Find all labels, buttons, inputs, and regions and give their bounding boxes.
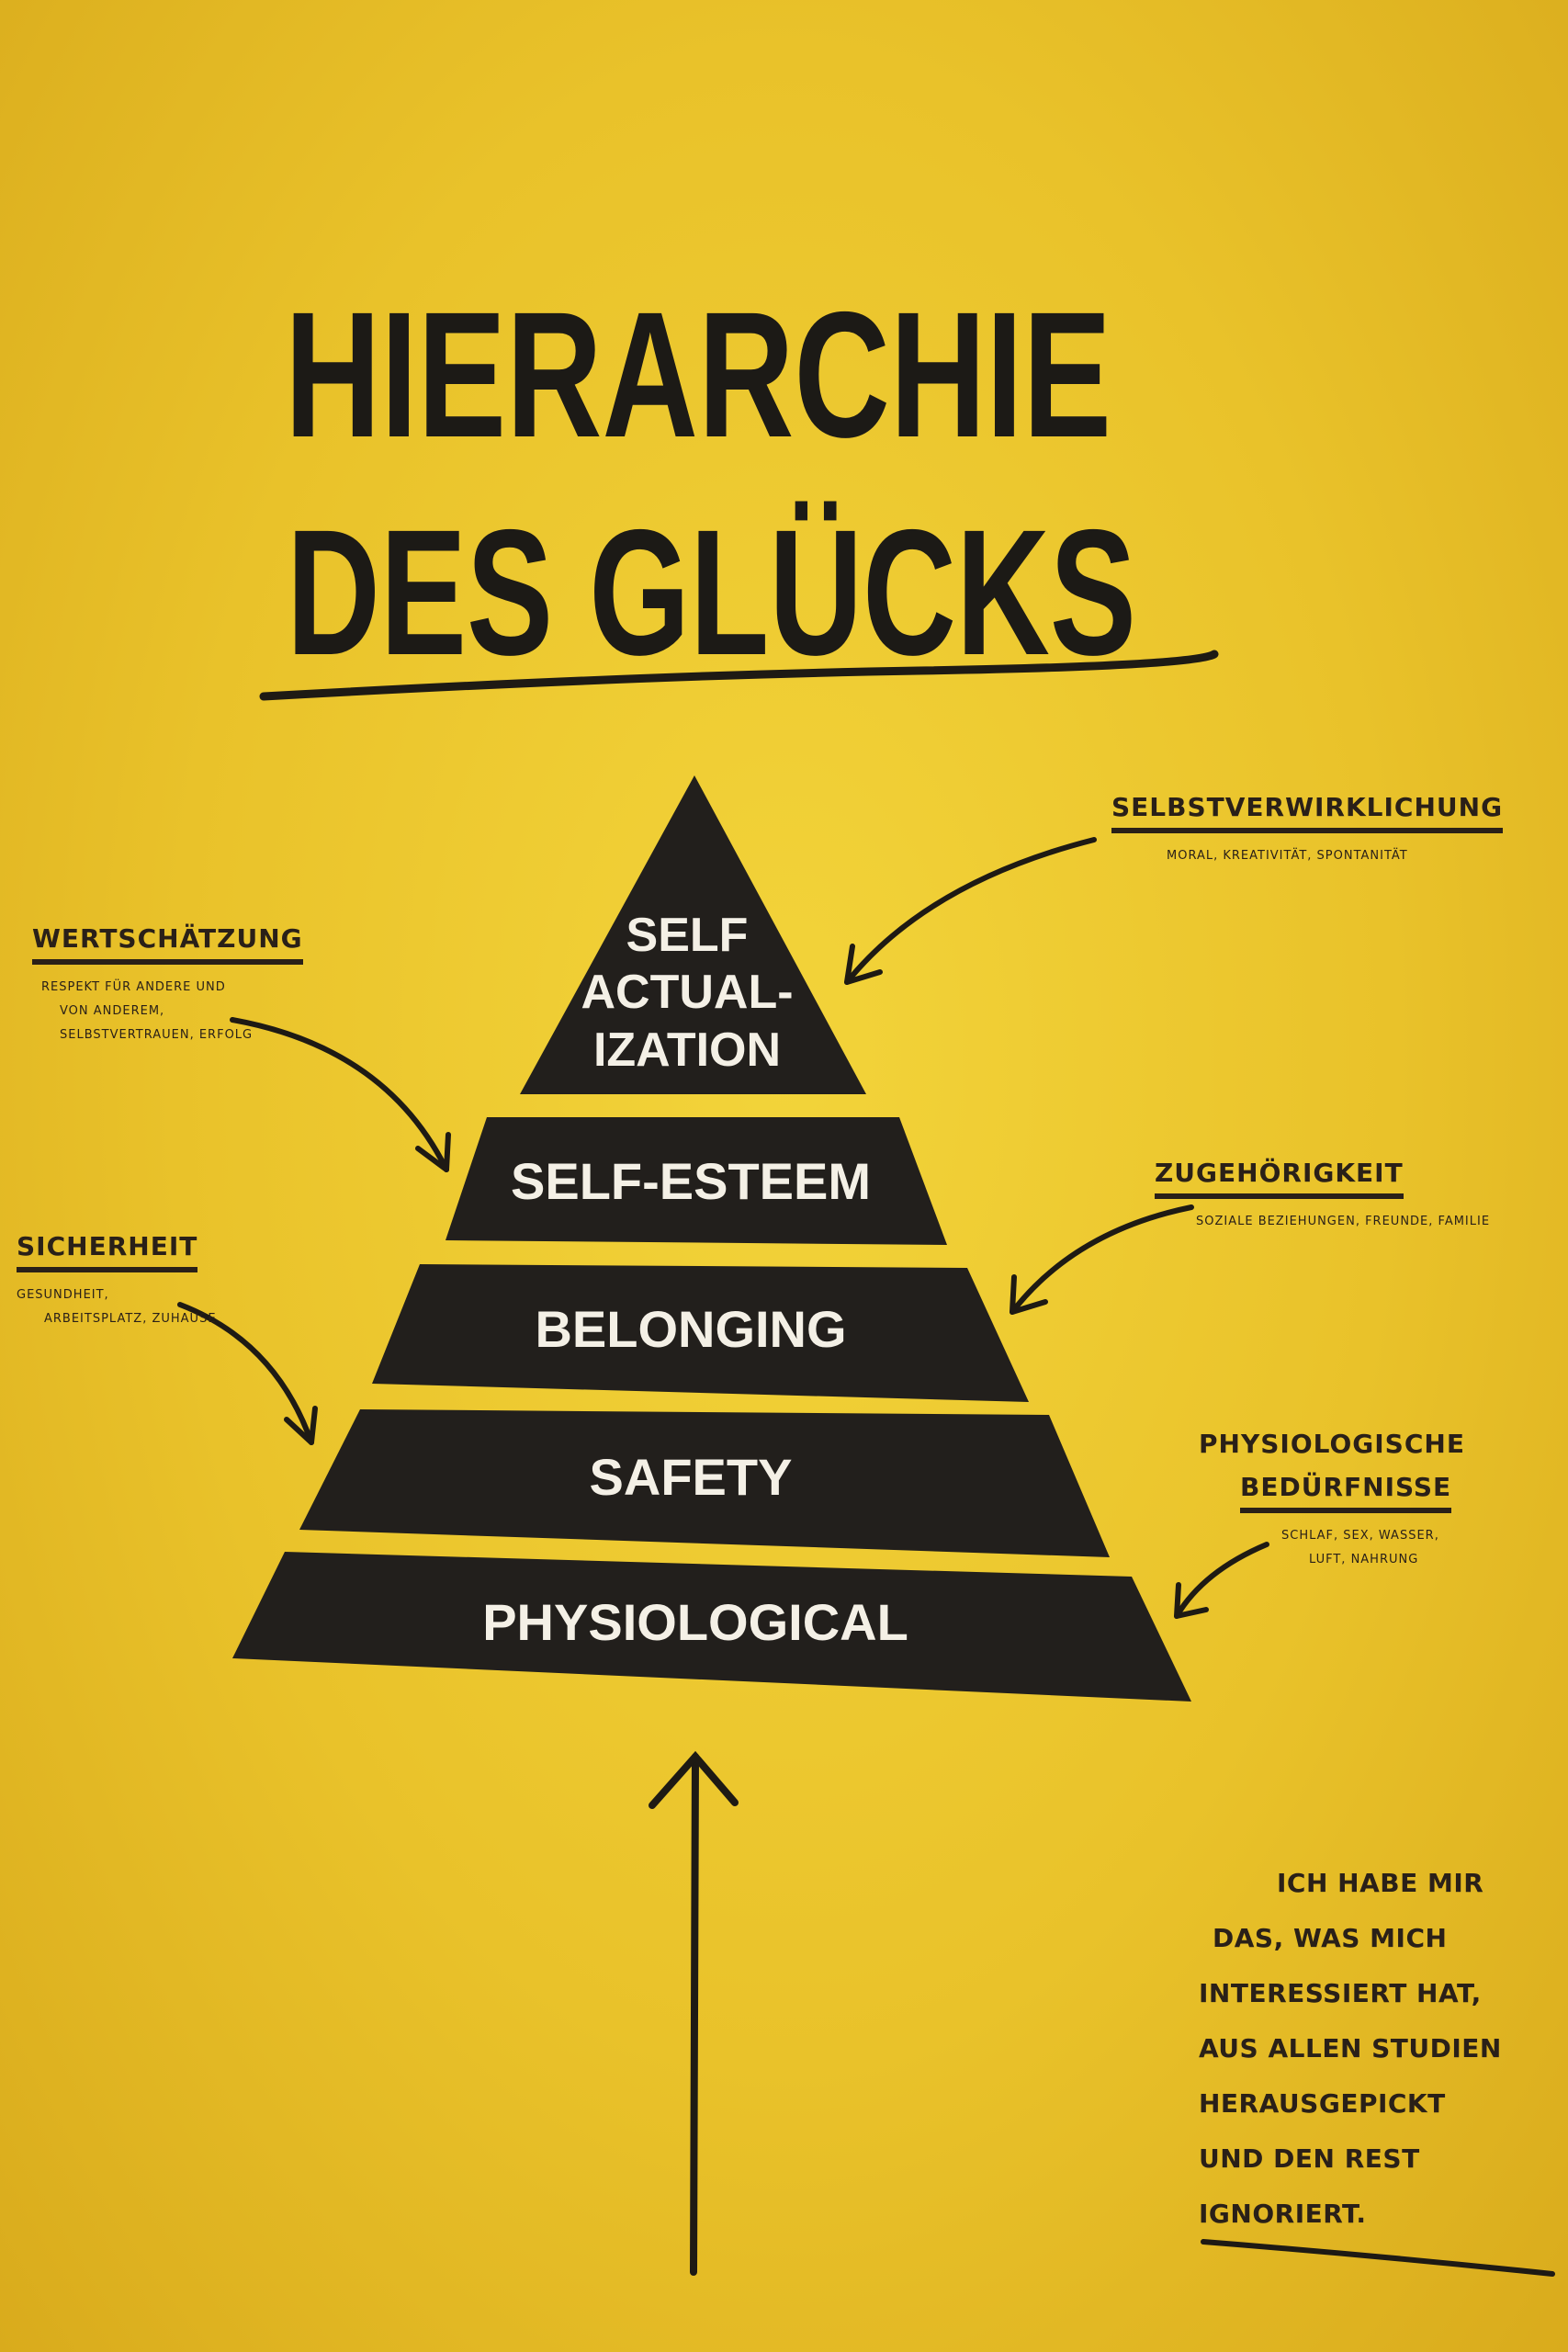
annotation-detail: Gesundheit, Arbeitsplatz, Zuhause [17,1283,217,1331]
annotation-sicherheit: Sicherheit Gesundheit, Arbeitsplatz, Zuh… [17,1231,217,1331]
level-label-safety: SAFETY [590,1448,793,1506]
quote-line: und den Rest [1199,2143,1420,2174]
annotation-selbstverwirklichung: Selbstverwirklichung Moral, Kreativität,… [1111,792,1504,868]
annotation-detail: Respekt für Andere und von Anderem, Selb… [32,976,303,1047]
quote-line: das, was mich [1213,1923,1448,1953]
title-line-1: HIERARCHIE [285,275,1111,475]
pyramid-level-self-esteem [446,1117,947,1245]
pyramid-level-physiological [232,1552,1191,1702]
quote-line: herausgepickt [1199,2088,1446,2119]
handwritten-quote: Ich habe mir das, was mich interessiert … [1199,1856,1502,2242]
annotation-heading: Zugehörigkeit [1155,1158,1404,1199]
detail-line: von Anderem, [60,1004,165,1018]
annotation-physiologische: Physiologische Bedürfnisse Schlaf, Sex, … [1199,1429,1465,1572]
detail-line: Gesundheit, [17,1288,109,1302]
level-label-belonging: BELONGING [535,1300,846,1358]
annotation-detail: Schlaf, Sex, Wasser, Luft, Nahrung [1281,1524,1465,1572]
detail-line: Respekt für Andere und [41,980,226,994]
detail-line: Selbstvertrauen, Erfolg [60,1028,254,1042]
pyramid-level-belonging [372,1264,1029,1402]
level-label-self-3: IZATION [593,1023,781,1077]
level-label-self-esteem: SELF-ESTEEM [511,1152,871,1210]
annotation-heading: Wertschätzung [32,923,303,965]
big-up-arrow [649,1750,739,2276]
annotation-heading: Selbstverwirklichung [1111,792,1504,833]
arrow-selbstverwirklichung [844,837,1097,985]
arrow-zugehoerigkeit [1010,1204,1194,1315]
level-label-physiological: PHYSIOLOGICAL [482,1593,908,1651]
quote-line: Ich habe mir [1277,1868,1484,1898]
detail-line: Arbeitsplatz, Zuhause [44,1312,217,1326]
annotation-heading-line: Physiologische [1199,1429,1465,1459]
quote-line: ignoriert. [1199,2199,1367,2229]
detail-line: Schlaf, Sex, Wasser, [1281,1529,1439,1543]
pyramid-level-self-actualization [520,775,866,1094]
annotation-zugehoerigkeit: Zugehörigkeit Soziale Beziehungen, Freun… [1155,1158,1490,1234]
annotation-detail: Moral, Kreativität, Spontanität [1167,849,1408,863]
level-label-self-1: SELF [626,909,749,962]
annotation-detail: Soziale Beziehungen, Freunde, Familie [1196,1215,1491,1228]
level-label-self-2: ACTUAL- [581,966,793,1019]
quote-underline [1201,2239,1555,2277]
quote-line: interessiert hat, [1199,1978,1482,2008]
annotation-heading: Sicherheit [17,1231,198,1272]
title-line-2: DES GLÜCKS [287,492,1136,693]
detail-line: Luft, Nahrung [1309,1553,1419,1566]
annotation-wertschaetzung: Wertschätzung Respekt für Andere und von… [32,923,303,1047]
quote-line: aus allen Studien [1199,2033,1502,2064]
arrow-physiologische [1174,1542,1269,1619]
title-underline [259,650,1219,701]
pyramid-level-safety [299,1409,1110,1557]
arrow-sicherheit [177,1302,318,1445]
annotation-heading-line: Bedürfnisse [1240,1472,1452,1513]
arrow-wertschaetzung [230,1017,451,1172]
